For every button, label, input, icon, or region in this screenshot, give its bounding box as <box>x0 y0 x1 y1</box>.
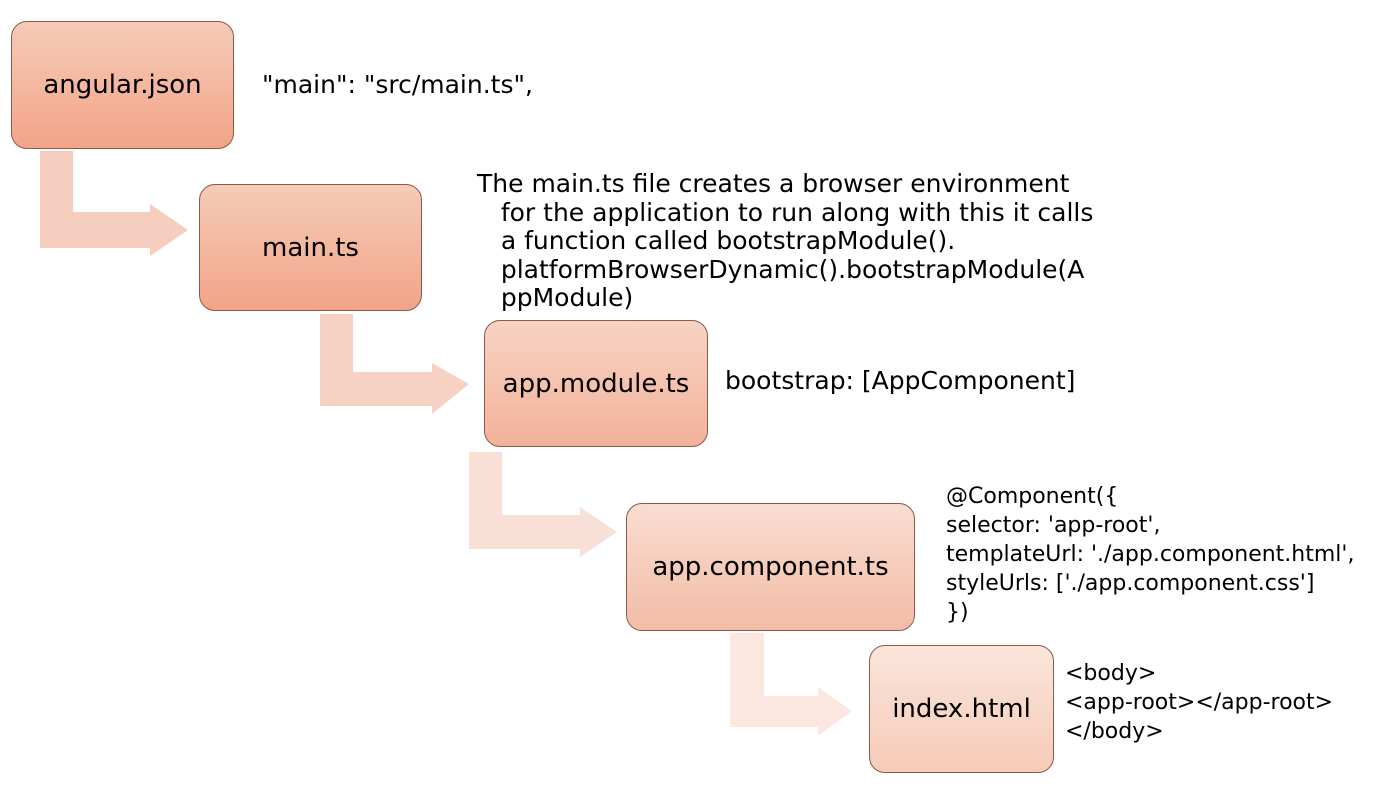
index-html-note: <body> <app-root></app-root> </body> <box>1065 661 1334 744</box>
index-html-label: index.html <box>892 694 1031 724</box>
arrow-main-to-module <box>320 314 469 414</box>
index-html-box: index.html <box>869 645 1054 773</box>
main-ts-box: main.ts <box>199 184 422 311</box>
main-ts-label: main.ts <box>262 232 359 263</box>
app-module-label: app.module.ts <box>502 368 690 399</box>
app-component-note: @Component({ selector: 'app-root', templ… <box>946 484 1355 625</box>
app-component-label: app.component.ts <box>652 552 889 582</box>
arrow-component-to-index <box>730 633 852 736</box>
arrow-angular-to-main <box>40 151 188 256</box>
angular-json-note: "main": "src/main.ts", <box>262 70 533 99</box>
app-module-note: bootstrap: [AppComponent] <box>725 366 1076 395</box>
angular-json-label: angular.json <box>43 70 202 100</box>
angular-json-box: angular.json <box>11 21 234 149</box>
arrow-module-to-component <box>469 452 617 557</box>
app-component-box: app.component.ts <box>626 503 915 631</box>
main-ts-note: The main.ts file creates a browser envir… <box>477 169 1094 313</box>
app-module-box: app.module.ts <box>484 320 708 447</box>
